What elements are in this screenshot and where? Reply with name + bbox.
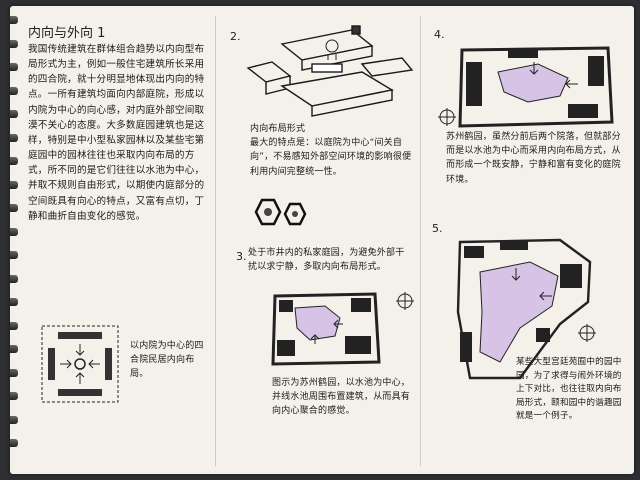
north-arrow-icon [438,108,456,126]
spiral-binding [10,16,19,466]
binding-ring [10,392,18,400]
binding-ring [10,16,18,24]
binding-ring [10,39,18,48]
courtyard-diagram-caption: 以内院为中心的四合院民居内向布局。 [130,341,204,380]
suzhou-crane-garden-plan [271,292,381,366]
courtyard-axonometric-sketch [246,25,414,117]
binding-ring [10,110,18,118]
binding-ring [10,251,18,259]
binding-ring [10,227,18,236]
courtyard-plan-diagram [41,325,119,403]
north-arrow-icon [578,324,596,342]
notebook-page: 内向与外向 1 我国传统建筑在群体组合趋势以内向型布局形式为主，例如一般住宅建筑… [10,6,634,474]
binding-ring [10,63,18,71]
caption-figure-2: 内向布局形式 最大的特点是：以庭院为中心“间关自向”，不易感知外部空间环境的影响… [250,124,412,177]
north-arrow-icon [396,292,414,310]
caption-figure-3a: 处于市井内的私家庭园，为避免外部干扰以求宁静，多取内向布局形式。 [248,248,405,273]
harmonious-interest-garden-plan [456,238,592,380]
binding-ring [10,368,18,377]
binding-ring [10,204,18,212]
binding-ring [10,415,18,424]
binding-ring [10,439,18,447]
binding-ring [10,274,18,283]
column-divider [420,16,421,466]
suzhou-crane-garden-plan-2 [458,46,614,128]
binding-ring [10,157,18,165]
binding-ring [10,180,18,189]
binding-ring [10,321,18,330]
hexagon-plan-icons [254,198,307,226]
page-title: 内向与外向 1 [28,26,106,41]
figure-number-5: 5. [432,222,443,235]
binding-ring [10,345,18,353]
intro-text: 我国传统建筑在群体组合趋势以内向型布局形式为主，例如一般住宅建筑所长采用的四合院… [28,44,205,222]
binding-ring [10,86,18,95]
caption-figure-5: 某些大型宫廷苑囿中的园中园，为了求得与闹外环境的上下对比，也往往取内向布局形式，… [516,357,622,422]
caption-figure-4: 苏州鹤园，虽然分前后两个院落，但就部分而是以水池为中心而采用内向布局方式，从而形… [446,132,621,185]
figure-number-2: 2. [230,30,241,43]
figure-number-3: 3. [236,250,247,263]
figure-number-4: 4. [434,28,445,41]
binding-ring [10,298,18,306]
binding-ring [10,133,18,142]
column-divider [215,16,216,466]
caption-figure-3b: 图示为苏州鹤园，以水池为中心，并线水池周围布置建筑，从而具有向内心聚合的感觉。 [272,378,411,417]
